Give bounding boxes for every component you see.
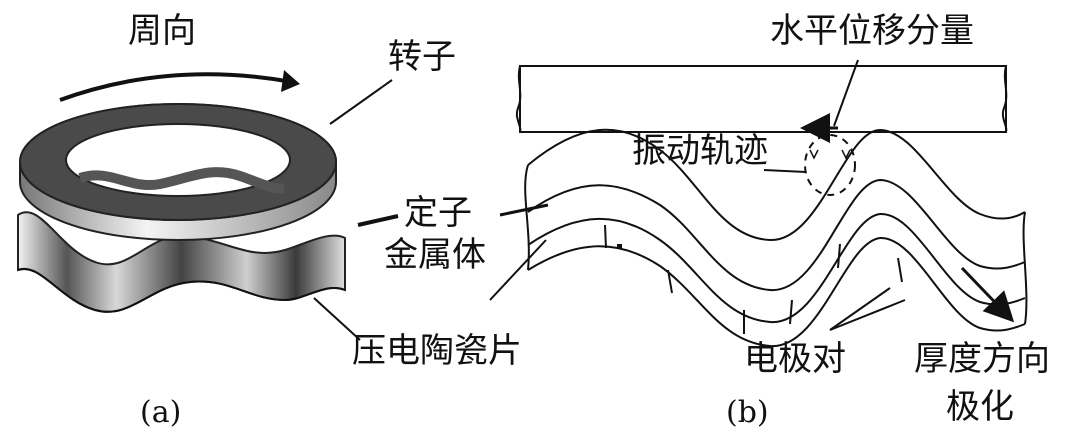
rotor-block [519,65,1007,133]
panel-a [17,70,399,341]
electrode-pair-leader-1 [829,287,891,331]
electrode-separators [604,224,903,334]
circumferential-label: 周向 [128,11,196,51]
panel-b [489,59,1028,348]
trajectory-leader-line [763,169,807,173]
circumferential-arrow [59,72,293,102]
metal-body-leader-line [489,239,547,301]
vibration-trajectory-ellipse [804,134,856,196]
polarization-arrow [960,266,1015,323]
polarization-label: 极化 [946,387,1014,427]
panel-a-caption: (a) [140,395,182,430]
electrode-pair-label: 电极对 [744,339,846,379]
stator-leader-line [357,214,399,227]
stator-label: 定子 [404,193,472,233]
circumferential-arrow-head [281,70,300,92]
thickness-direction-label: 厚度方向 [914,339,1050,379]
metal-body-label: 金属体 [384,235,486,275]
rotor-label: 转子 [388,37,456,77]
piezo-ceramic-label: 压电陶瓷片 [352,331,522,371]
piezo-leader-line [313,297,361,341]
panel-b-caption: (b) [726,395,769,430]
vibration-trajectory-label: 振动轨迹 [632,131,768,171]
rotor-ring [19,103,338,241]
electrode-pair-leader-2 [829,299,906,331]
displacement-leader-line [833,59,859,127]
stator-metal-leader-line [499,203,549,217]
stator-wave [524,128,1028,348]
horizontal-displacement-label: 水平位移分量 [770,11,974,51]
rotor-leader-line [329,79,393,125]
